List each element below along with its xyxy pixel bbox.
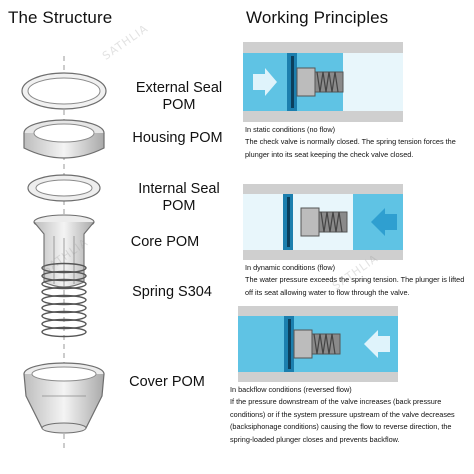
working-principles-title: Working Principles <box>246 8 389 27</box>
part-label-spring: Spring S304 <box>132 284 212 300</box>
part-label-housing: Housing POM <box>132 130 223 146</box>
internal-seal-part <box>27 174 101 202</box>
spring-part <box>41 262 87 338</box>
exploded-parts-illustration <box>21 56 107 448</box>
flow-arrow-left <box>371 208 397 236</box>
caption-dynamic-text: The water pressure exceeds the spring te… <box>245 275 465 297</box>
caption-dynamic-heading: In dynamic conditions (flow) <box>245 263 336 272</box>
part-label-external-seal: External Seal POM <box>135 80 223 113</box>
external-seal-part <box>21 72 107 110</box>
flow-arrow-right <box>253 68 277 96</box>
housing-part <box>23 119 105 159</box>
part-label-internal-seal: Internal Seal POM <box>138 181 220 214</box>
caption-backflow: In backflow conditions (reversed flow) I… <box>230 384 472 446</box>
caption-static-text: The check valve is normally closed. The … <box>245 137 456 159</box>
part-label-cover: Cover POM <box>129 374 205 390</box>
cover-part <box>23 362 105 434</box>
caption-static: In static conditions (no flow) The check… <box>245 124 470 161</box>
structure-title: The Structure <box>8 8 113 27</box>
valve-diagram-backflow <box>238 306 398 382</box>
backflow-arrow-left <box>364 330 390 358</box>
part-label-core: Core POM <box>130 234 200 250</box>
caption-static-heading: In static conditions (no flow) <box>245 125 336 134</box>
valve-diagram-dynamic <box>243 184 403 260</box>
valve-diagram-static <box>243 42 403 122</box>
caption-backflow-text: If the pressure downstream of the valve … <box>230 397 455 444</box>
caption-dynamic: In dynamic conditions (flow) The water p… <box>245 262 470 299</box>
caption-backflow-heading: In backflow conditions (reversed flow) <box>230 385 352 394</box>
